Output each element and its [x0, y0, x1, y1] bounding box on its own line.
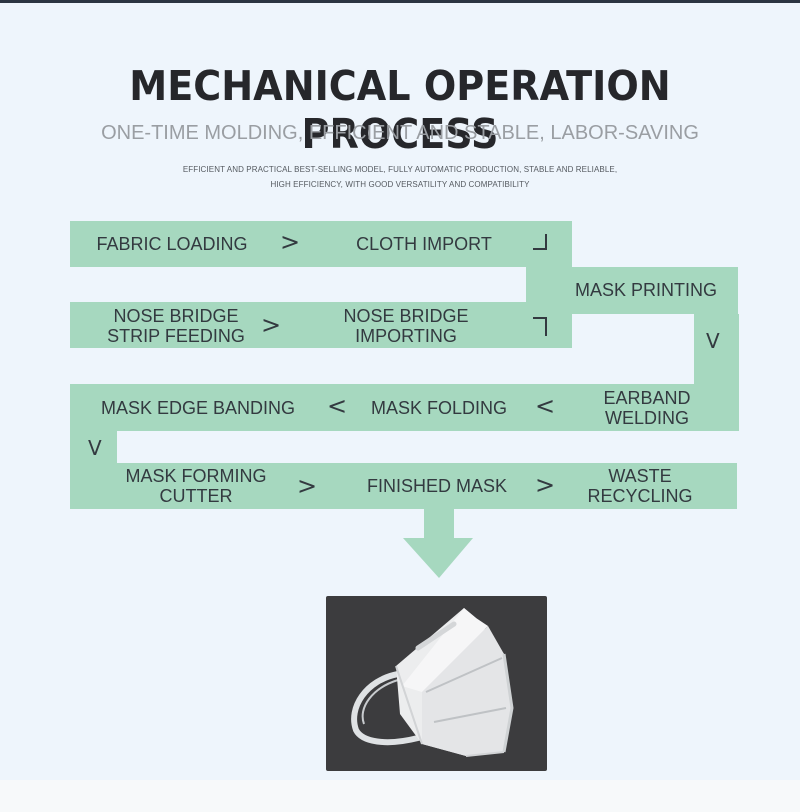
step-label-line: WASTE [608, 466, 672, 486]
step-nose-bridge-strip-feeding: NOSE BRIDGE STRIP FEEDING [84, 304, 268, 348]
step-fabric-loading: FABRIC LOADING [96, 234, 248, 254]
flow-arrow-down: V [706, 329, 720, 353]
step-label-line: CUTTER [159, 486, 233, 506]
step-nose-bridge-importing: NOSE BRIDGE IMPORTING [314, 304, 498, 348]
mask-photo [326, 596, 547, 771]
top-bar [0, 0, 800, 3]
flow-arrow-left: < [535, 392, 556, 420]
flow-band-row3 [70, 384, 739, 431]
flow-arrow-down: V [88, 436, 102, 460]
flow-band-row1 [70, 221, 572, 267]
flow-band-row2 [70, 302, 572, 348]
step-mask-printing: MASK PRINTING [574, 280, 717, 300]
step-finished-mask: FINISHED MASK [366, 476, 508, 496]
step-earband-welding: EARBAND WELDING [586, 386, 708, 430]
step-waste-recycling: WASTE RECYCLING [580, 464, 700, 508]
step-mask-forming-cutter: MASK FORMING CUTTER [104, 464, 288, 508]
flow-band-right-column [694, 314, 739, 384]
step-label-line: EARBAND [603, 388, 691, 408]
flow-arrow-right: > [280, 228, 301, 256]
flow-arrow-left: < [327, 392, 348, 420]
flow-band-left-column [70, 431, 117, 463]
step-mask-folding: MASK FOLDING [370, 397, 508, 418]
page-title: MECHANICAL OPERATION PROCESS [129, 62, 671, 158]
step-mask-edge-banding: MASK EDGE BANDING [100, 397, 296, 418]
flow-arrow-right: > [261, 311, 282, 339]
step-cloth-import: CLOTH IMPORT [356, 234, 492, 254]
flow-arrow-right: > [297, 472, 318, 500]
mask-image [351, 608, 514, 757]
corner-turn-down-icon [533, 234, 547, 250]
corner-turn-up-icon [533, 317, 547, 336]
description-line-1: EFFICIENT AND PRACTICAL BEST-SELLING MOD… [182, 165, 618, 174]
step-label-line: RECYCLING [587, 486, 693, 506]
step-label-line: MASK FORMING [125, 466, 267, 486]
step-label-line: NOSE BRIDGE [113, 306, 239, 326]
step-label-line: STRIP FEEDING [107, 326, 245, 346]
flow-band-row4 [70, 463, 737, 509]
down-arrow-icon [403, 509, 473, 578]
page-subtitle: ONE-TIME MOLDING, EFFICIENT AND STABLE, … [101, 122, 699, 144]
bottom-strip [0, 780, 800, 812]
flow-arrow-right: > [535, 471, 556, 499]
step-label-line: NOSE BRIDGE [343, 306, 469, 326]
description-line-2: HIGH EFFICIENCY, WITH GOOD VERSATILITY A… [270, 180, 530, 189]
step-label-line: IMPORTING [355, 326, 457, 346]
step-label-line: WELDING [604, 408, 689, 428]
